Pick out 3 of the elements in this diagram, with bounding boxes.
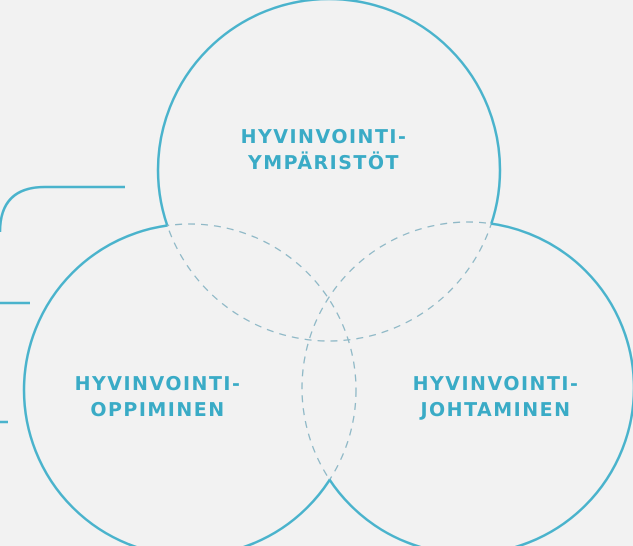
circle-label: HYVINVOINTI- YMPÄRISTÖT xyxy=(240,125,408,176)
circle-label: HYVINVOINTI- OPPIMINEN xyxy=(74,372,242,423)
circle-label: HYVINVOINTI- JOHTAMINEN xyxy=(412,372,580,423)
